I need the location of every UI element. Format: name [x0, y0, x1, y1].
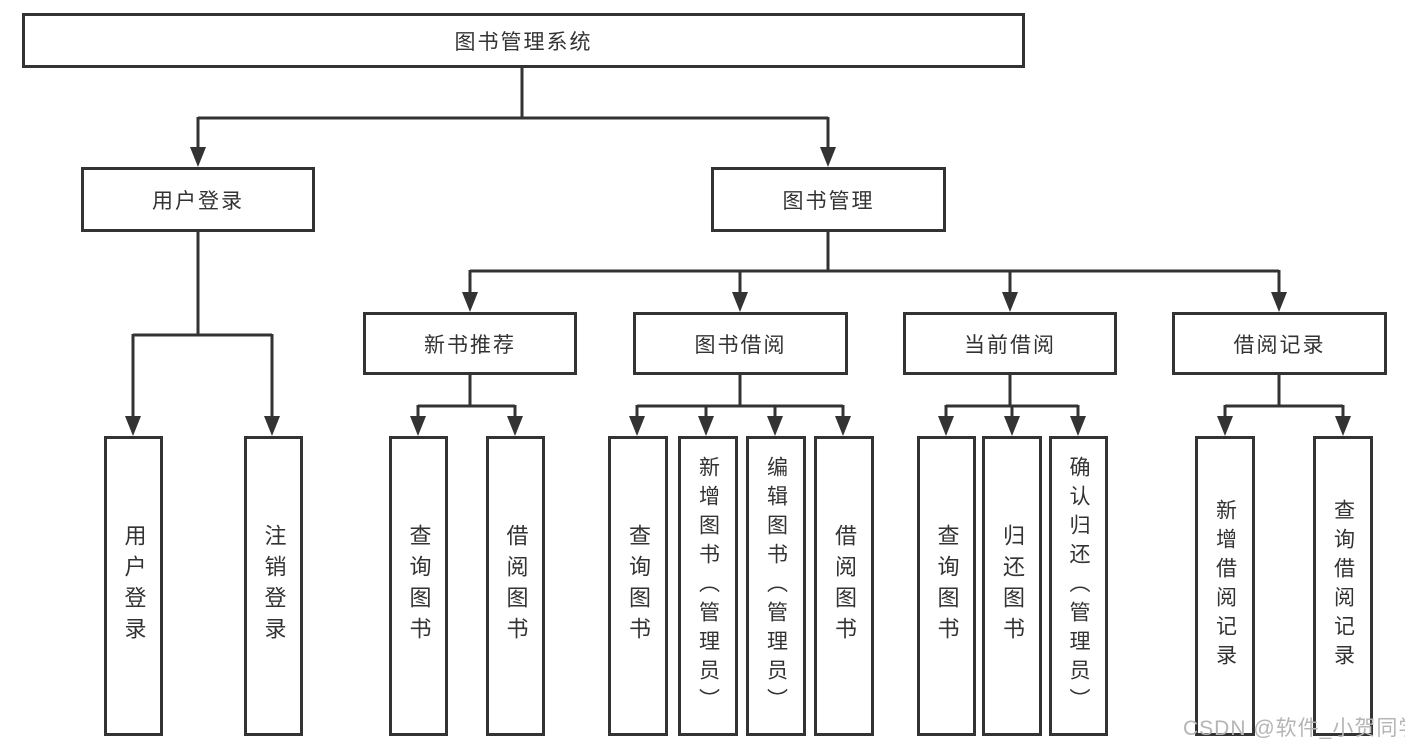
node-label: 新增借阅记录 [1213, 499, 1237, 673]
node-label: 新书推荐 [424, 333, 516, 357]
csdn-watermark: CSDN @软件_小贺同学 [1183, 717, 1405, 740]
node-label: 用户登录 [121, 524, 147, 648]
node-new-book-recommend: 新书推荐 [363, 312, 577, 375]
node-book-borrow: 图书借阅 [633, 312, 848, 375]
node-label: 借阅记录 [1233, 333, 1326, 357]
leaf-borrow-books-2: 借阅图书 [814, 436, 874, 736]
node-label: 查询图书 [934, 524, 960, 648]
leaf-user-login: 用户登录 [104, 436, 163, 736]
leaf-add-borrow-record: 新增借阅记录 [1195, 436, 1255, 736]
node-label: 图书管理 [782, 189, 875, 213]
node-label: 确认归还（管理员） [1067, 455, 1090, 717]
leaf-logout: 注销登录 [244, 436, 303, 736]
node-label: 借阅图书 [832, 524, 857, 648]
node-label: 编辑图书（管理员） [764, 455, 788, 717]
leaf-borrow-books-1: 借阅图书 [486, 436, 545, 736]
leaf-edit-books-admin: 编辑图书（管理员） [746, 436, 806, 736]
node-label: 查询借阅记录 [1331, 499, 1355, 673]
node-label: 图书管理系统 [454, 30, 593, 54]
node-label: 查询图书 [626, 524, 651, 648]
node-label: 借阅图书 [503, 524, 529, 648]
node-label: 用户登录 [152, 189, 244, 213]
node-label: 图书借阅 [694, 333, 787, 357]
leaf-return-books: 归还图书 [982, 436, 1042, 736]
arrowheads [125, 147, 1351, 436]
leaf-confirm-return-admin: 确认归还（管理员） [1049, 436, 1108, 736]
node-label: 当前借阅 [964, 333, 1056, 357]
leaf-query-books-1: 查询图书 [389, 436, 448, 736]
leaf-query-borrow-record: 查询借阅记录 [1313, 436, 1373, 736]
node-label: 新增图书（管理员） [696, 455, 720, 717]
leaf-query-books-3: 查询图书 [917, 436, 976, 736]
node-user-login: 用户登录 [81, 167, 315, 232]
node-root: 图书管理系统 [22, 13, 1025, 68]
node-label: 归还图书 [1000, 524, 1025, 648]
node-current-borrow: 当前借阅 [903, 312, 1117, 375]
node-label: 注销登录 [261, 524, 287, 648]
leaf-query-books-2: 查询图书 [608, 436, 668, 736]
node-book-management: 图书管理 [711, 167, 946, 232]
leaf-add-books-admin: 新增图书（管理员） [678, 436, 738, 736]
node-borrow-records: 借阅记录 [1172, 312, 1387, 375]
node-label: 查询图书 [406, 524, 432, 648]
